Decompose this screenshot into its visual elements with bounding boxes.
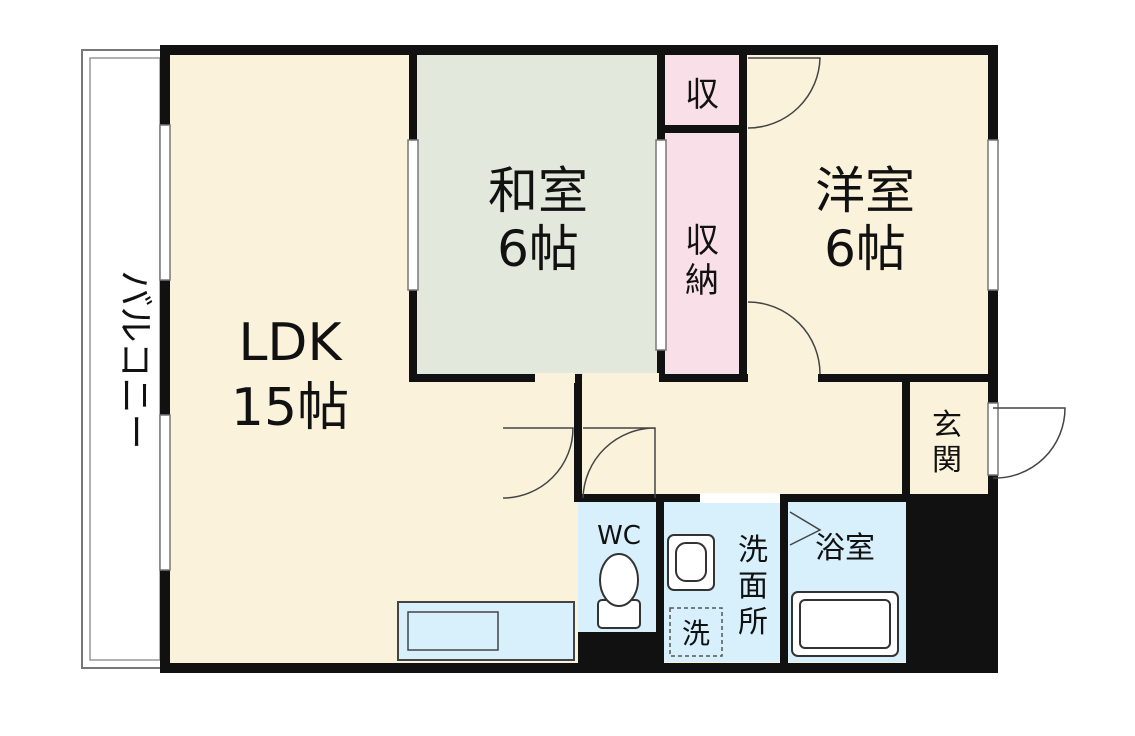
wc-label: WC: [597, 521, 641, 551]
senmenjo-label-2: 面: [738, 569, 768, 604]
storage-large-floor: [661, 132, 743, 378]
kitchen-sink: [407, 611, 499, 651]
storage-small-floor: [661, 50, 743, 126]
door-swings: [502, 57, 1066, 546]
senmenjo-label-3: 所: [738, 605, 768, 640]
washitsu-size: 6帖: [497, 220, 579, 278]
ldk-label: LDK: [238, 313, 343, 373]
storage-large-label-2: 納: [685, 261, 719, 301]
senmenjo-label-1: 洗: [738, 533, 768, 568]
youshitsu-size: 6帖: [824, 220, 906, 278]
yokushitsu-label: 浴室: [815, 531, 875, 566]
ldk-size: 15帖: [231, 378, 349, 438]
storage-small-label: 収: [685, 75, 719, 115]
bathtub: [791, 591, 899, 657]
balcony-label: バルコニー: [114, 270, 155, 449]
genkan-label-1: 玄: [932, 408, 962, 443]
washer-label: 洗: [682, 617, 710, 650]
washbasin: [667, 534, 715, 591]
washer-space: [669, 607, 723, 657]
pipe-shaft: [906, 498, 993, 668]
genkan-label-2: 関: [932, 443, 962, 478]
washitsu-label: 和室: [488, 162, 588, 220]
youshitsu-label: 洋室: [815, 162, 915, 220]
wc-lower-block: [578, 632, 660, 668]
washitsu-floor: [413, 50, 661, 378]
windows: [159, 124, 999, 571]
storage-large-label-1: 収: [685, 221, 719, 261]
openings: [535, 373, 818, 503]
kitchen-counter: [397, 601, 575, 661]
balcony: [81, 49, 165, 669]
toilet: [597, 553, 641, 629]
